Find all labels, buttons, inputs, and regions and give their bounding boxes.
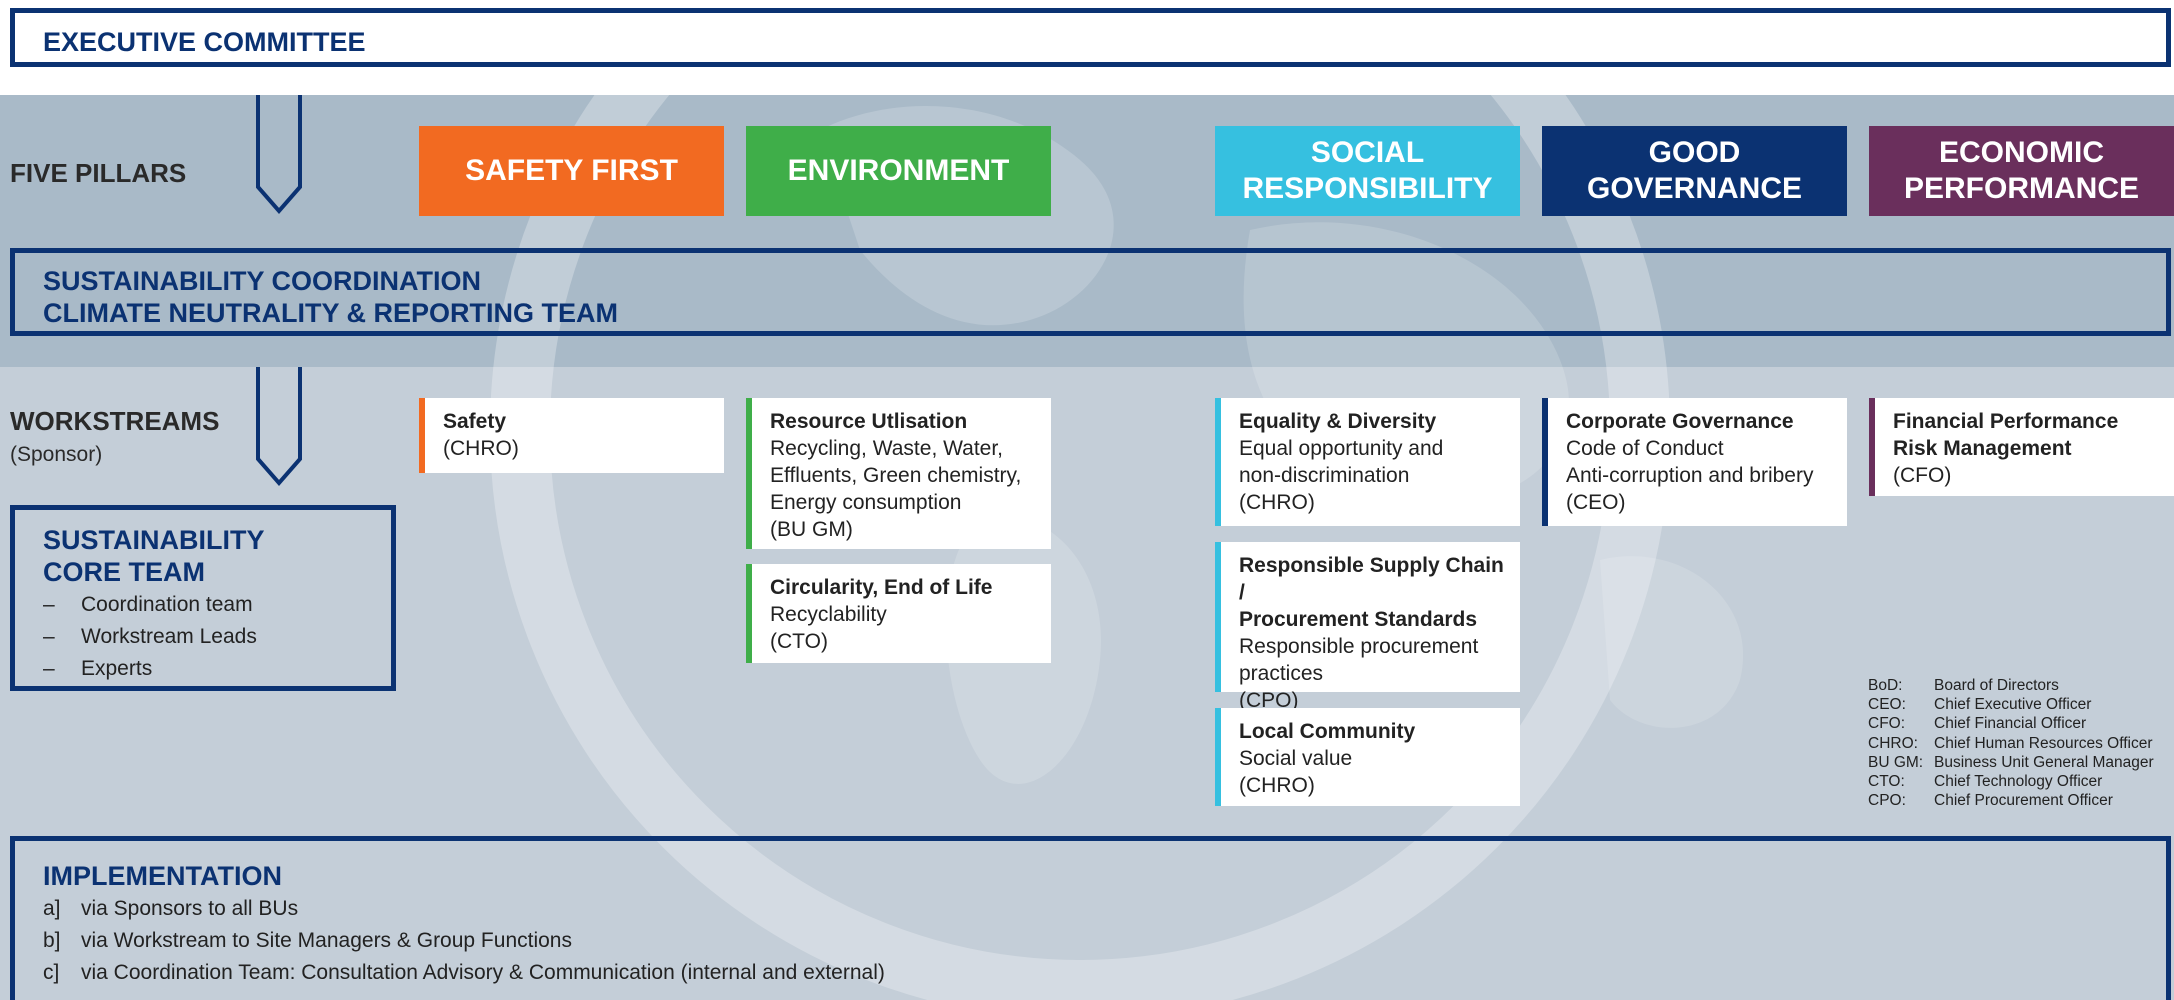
pillar-economic-performance: ECONOMIC PERFORMANCE [1869, 126, 2174, 216]
workstream-desc: Responsible procurement practices (CPO) [1239, 635, 1479, 712]
legend-full: Chief Procurement Officer [1934, 792, 2113, 810]
legend-row: CTO: Chief Technology Officer [1868, 772, 2154, 791]
legend-full: Chief Technology Officer [1934, 773, 2103, 791]
workstream-card-financial-performance: Financial Performance Risk Management (C… [1869, 398, 2174, 496]
workstream-card-local-community: Local Community Social value (CHRO) [1215, 708, 1520, 806]
core-team-item-text: Workstream Leads [81, 625, 257, 648]
legend-full: Chief Human Resources Officer [1934, 734, 2153, 752]
workstreams-sponsor-label: (Sponsor) [10, 443, 103, 466]
workstream-card-corporate-governance: Corporate Governance Code of Conduct Ant… [1542, 398, 1847, 526]
workstream-title: Equality & Diversity [1239, 410, 1437, 433]
workstream-card-resource-utilisation: Resource Utlisation Recycling, Waste, Wa… [746, 398, 1051, 549]
workstream-title: Corporate Governance [1566, 410, 1794, 433]
abbreviations-legend: BoD: Board of Directors CEO: Chief Executi… [1868, 676, 2154, 810]
implementation-item: a] via Sponsors to all BUs [43, 897, 298, 921]
workstreams-label: WORKSTREAMS [10, 406, 220, 436]
implementation-marker: b] [43, 929, 61, 952]
workstream-title: Local Community [1239, 720, 1416, 743]
workstream-card-circularity: Circularity, End of Life Recyclability (… [746, 564, 1051, 663]
executive-committee-label: EXECUTIVE COMMITTEE [43, 27, 366, 57]
pillar-social-responsibility: SOCIAL RESPONSIBILITY [1215, 126, 1520, 216]
core-team-item: – Workstream Leads [43, 625, 257, 649]
core-team-item: – Experts [43, 657, 152, 681]
legend-abbr: CEO: [1868, 696, 1906, 714]
workstreams-down-arrow-icon [256, 367, 302, 487]
coordination-team-box: SUSTAINABILITY COORDINATION CLIMATE NEUT… [10, 248, 2171, 336]
legend-full: Business Unit General Manager [1934, 753, 2154, 771]
core-team-item-text: Experts [81, 657, 153, 680]
legend-abbr: CPO: [1868, 792, 1906, 810]
implementation-text: via Sponsors to all BUs [81, 897, 299, 920]
legend-row: BoD: Board of Directors [1868, 676, 2154, 695]
list-dash: – [43, 657, 55, 680]
workstream-title: Resource Utlisation [770, 410, 968, 433]
core-team-title: SUSTAINABILITY CORE TEAM [43, 525, 265, 587]
legend-abbr: BU GM: [1868, 753, 1924, 771]
implementation-text: via Workstream to Site Managers & Group … [81, 929, 572, 952]
list-dash: – [43, 593, 55, 616]
workstream-title: Financial Performance Risk Management [1893, 410, 2119, 460]
workstream-desc: (CHRO) [443, 437, 519, 460]
implementation-title: IMPLEMENTATION [43, 861, 282, 891]
implementation-marker: c] [43, 961, 60, 984]
legend-abbr: CTO: [1868, 773, 1905, 791]
legend-row: BU GM: Business Unit General Manager [1868, 753, 2154, 772]
climate-neutrality-title: CLIMATE NEUTRALITY & REPORTING TEAM [43, 298, 618, 328]
workstream-desc: (CFO) [1893, 464, 1952, 487]
list-dash: – [43, 625, 55, 648]
legend-abbr: CHRO: [1868, 734, 1918, 752]
sustainability-core-team-box: SUSTAINABILITY CORE TEAM – Coordination t… [10, 505, 396, 691]
workstream-desc: Social value (CHRO) [1239, 747, 1353, 797]
five-pillars-label: FIVE PILLARS [10, 158, 187, 188]
pillar-good-governance: GOOD GOVERNANCE [1542, 126, 1847, 216]
legend-full: Board of Directors [1934, 677, 2059, 694]
implementation-item: b] via Workstream to Site Managers & Grou… [43, 929, 572, 953]
implementation-box: IMPLEMENTATION a] via Sponsors to all BUs… [10, 836, 2171, 1000]
workstream-card-safety: Safety (CHRO) [419, 398, 724, 473]
legend-full: Chief Executive Officer [1934, 696, 2092, 714]
workstream-desc: Recyclability (CTO) [770, 603, 887, 653]
pillar-safety-first: SAFETY FIRST [419, 126, 724, 216]
core-team-item-text: Coordination team [81, 593, 253, 616]
legend-full: Chief Financial Officer [1934, 715, 2087, 733]
workstream-card-equality-diversity: Equality & Diversity Equal opportunity a… [1215, 398, 1520, 526]
pillar-environment: ENVIRONMENT [746, 126, 1051, 216]
implementation-marker: a] [43, 897, 61, 920]
workstream-card-responsible-supply-chain: Responsible Supply Chain / Procurement S… [1215, 542, 1520, 712]
legend-abbr: CFO: [1868, 715, 1906, 733]
workstream-title: Responsible Supply Chain / Procurement S… [1239, 554, 1504, 631]
workstream-desc: Equal opportunity and non-discrimination… [1239, 437, 1444, 514]
implementation-item: c] via Coordination Team: Consultation Ad… [43, 961, 885, 985]
implementation-text: via Coordination Team: Consultation Advi… [81, 961, 885, 984]
executive-committee-box: EXECUTIVE COMMITTEE [10, 8, 2171, 67]
legend-row: CFO: Chief Financial Officer [1868, 714, 2154, 733]
legend-row: CEO: Chief Executive Officer [1868, 695, 2154, 714]
workstream-title: Circularity, End of Life [770, 576, 993, 599]
workstream-desc: Recycling, Waste, Water, Effluents, Gree… [770, 437, 1022, 541]
coordination-title: SUSTAINABILITY COORDINATION [43, 266, 481, 296]
workstream-desc: Code of Conduct Anti-corruption and brib… [1566, 437, 1814, 514]
legend-row: CHRO: Chief Human Resources Officer [1868, 734, 2154, 753]
legend-row: CPO: Chief Procurement Officer [1868, 791, 2154, 810]
core-team-item: – Coordination team [43, 593, 253, 617]
pillars-down-arrow-icon [256, 95, 302, 215]
legend-abbr: BoD: [1868, 677, 1903, 694]
workstream-title: Safety [443, 410, 507, 433]
